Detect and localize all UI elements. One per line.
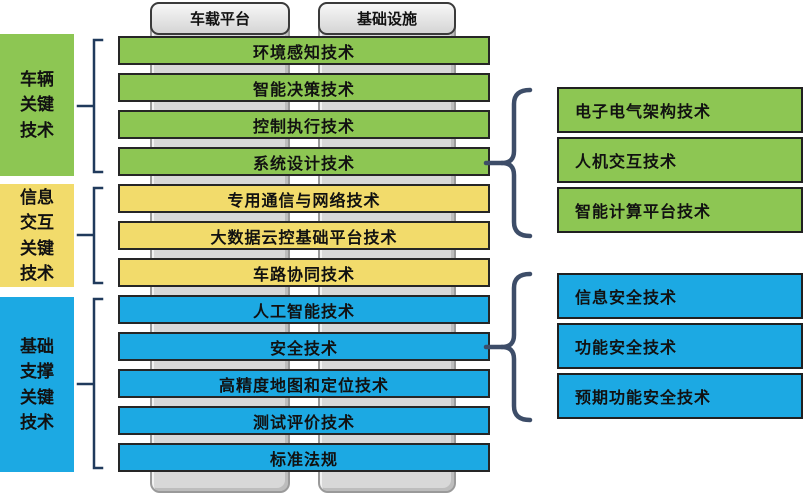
tech-bar-label: 系统设计技术 [252,155,355,173]
tech-bar-intelligent-decision: 智能决策技术 [118,73,490,102]
tech-bar-test-evaluation: 测试评价技术 [118,406,490,435]
tech-bar-vehicle-road-coordination: 车路协同技术 [118,258,490,287]
tech-bar-control-execution: 控制执行技术 [118,110,490,139]
tech-bar-dedicated-comms-network: 专用通信与网络技术 [118,184,490,213]
rbox-label: 功能安全技术 [575,340,678,357]
rbox-ee-architecture-tech: 电子电气架构技术 [557,87,803,133]
rbox-sotif: 预期功能安全技术 [557,373,803,419]
tech-bar-label: 控制执行技术 [252,118,355,136]
rbox-intelligent-computing-platform: 智能计算平台技术 [557,187,803,233]
tech-bar-label: 标准法规 [269,451,338,469]
tech-bar-hd-map-positioning: 高精度地图和定位技术 [118,369,490,398]
left-bracket-vehicle [76,38,104,174]
rbox-hmi-tech: 人机交互技术 [557,137,803,183]
right-brace-green-group [483,87,533,239]
header-infrastructure: 基础设施 [318,2,456,35]
header-vehicle-platform: 车载平台 [150,2,290,35]
tech-bar-standards-regulations: 标准法规 [118,443,490,472]
tech-bar-label: 安全技术 [269,340,338,358]
tech-bar-system-design: 系统设计技术 [118,147,490,176]
header-vehicle-platform-label: 车载平台 [189,11,250,28]
category-info-interaction-tech-label: 信息 交互 关键 技术 [20,187,54,284]
rbox-functional-safety: 功能安全技术 [557,323,803,369]
rbox-label: 电子电气架构技术 [575,104,712,121]
tech-bar-label: 高精度地图和定位技术 [218,377,389,395]
rbox-label: 预期功能安全技术 [575,390,712,407]
rbox-information-security: 信息安全技术 [557,273,803,319]
tech-bar-label: 人工智能技术 [252,303,355,321]
header-infrastructure-label: 基础设施 [356,11,417,28]
tech-bar-bigdata-cloud-platform: 大数据云控基础平台技术 [118,221,490,250]
tech-bar-label: 大数据云控基础平台技术 [210,229,398,247]
right-brace-blue-group [483,271,533,423]
tech-bar-label: 智能决策技术 [252,81,355,99]
rbox-label: 智能计算平台技术 [575,204,712,221]
category-base-support-tech: 基础 支撑 关键 技术 [0,297,74,472]
category-base-support-tech-label: 基础 支撑 关键 技术 [20,336,54,433]
category-vehicle-key-tech-label: 车辆 关键 技术 [20,69,54,140]
tech-bar-safety: 安全技术 [118,332,490,361]
tech-bar-label: 车路协同技术 [252,266,355,284]
rbox-label: 信息安全技术 [575,290,678,307]
category-vehicle-key-tech: 车辆 关键 技术 [0,34,74,176]
tech-bar-artificial-intelligence: 人工智能技术 [118,295,490,324]
tech-bar-label: 专用通信与网络技术 [227,192,381,210]
category-info-interaction-tech: 信息 交互 关键 技术 [0,184,74,287]
tech-bar-label: 环境感知技术 [252,44,355,62]
rbox-label: 人机交互技术 [575,154,678,171]
left-bracket-info-interaction [76,186,104,285]
left-bracket-base-support [76,297,104,470]
tech-bar-label: 测试评价技术 [252,414,355,432]
tech-bar-environment-perception: 环境感知技术 [118,36,490,65]
